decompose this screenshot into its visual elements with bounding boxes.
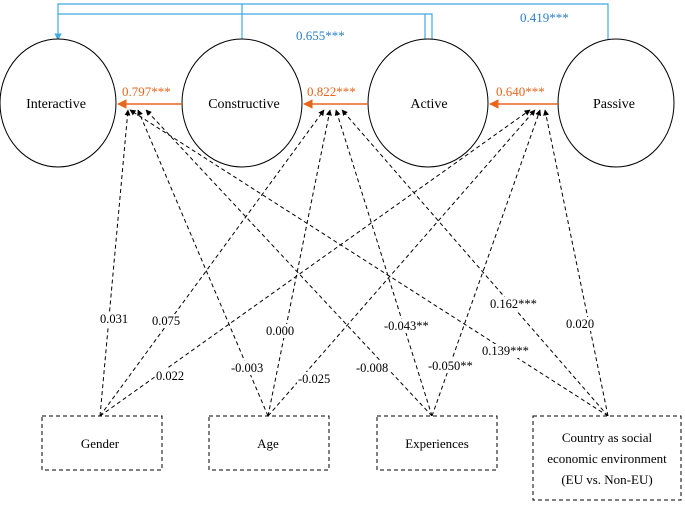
- path-experiences-to-constructive: [334, 109, 433, 417]
- coef-label-backing: [489, 297, 538, 311]
- path-gender-to-constructive: [99, 109, 325, 417]
- node-passive: [557, 38, 675, 168]
- predictor-boxes: [41, 415, 682, 501]
- path-country-to-interactive: [129, 109, 609, 417]
- box-gender-label: Gender: [81, 436, 120, 451]
- box-age-label: Age: [257, 436, 279, 451]
- node-constructive-label: Constructive: [208, 97, 280, 112]
- path-age-to-constructive: [267, 109, 332, 417]
- coef-gender-to-active: 0.022: [156, 369, 184, 383]
- box-country-label-line1: Country as social: [562, 430, 653, 445]
- coef-constructive-to-interactive: 0.655***: [296, 28, 345, 43]
- node-interactive: [0, 38, 117, 168]
- coef-passive-to-interactive: 0.419***: [520, 10, 569, 25]
- coef-experiences-to-active: -0.050**: [428, 359, 473, 373]
- coef-gender-to-interactive: 0.031: [100, 312, 128, 326]
- coef-age-to-interactive: -0.003: [231, 361, 263, 375]
- box-experiences-label: Experiences: [405, 436, 469, 451]
- box-gender: [41, 415, 163, 471]
- coef-label-backing: [481, 344, 530, 358]
- node-passive-label: Passive: [593, 97, 635, 112]
- box-age: [208, 415, 330, 471]
- box-country: [532, 415, 682, 501]
- path-gender-to-active: [99, 109, 531, 417]
- path-age-to-active: [267, 109, 536, 417]
- coef-country-to-constructive: 0.162***: [490, 297, 537, 311]
- coef-gender-to-constructive: 0.075: [152, 314, 180, 328]
- coef-label-backing: [427, 359, 474, 373]
- coef-country-to-active: 0.020: [566, 317, 594, 331]
- coef-active-to-interactive: 0.797***: [122, 84, 171, 99]
- coef-label-backing: [355, 361, 390, 375]
- node-active-label: Active: [410, 97, 447, 112]
- coef-label-backing: [230, 361, 265, 375]
- coef-active-to-constructive: 0.822***: [307, 84, 356, 99]
- coef-age-to-active: -0.025: [298, 372, 330, 386]
- coef-label-backing: [99, 312, 130, 326]
- path-passive-to-interactive: [54, 3, 609, 50]
- node-interactive-label: Interactive: [26, 97, 86, 112]
- coef-experiences-to-interactive: -0.008: [356, 361, 388, 375]
- blue-paths: [54, 3, 609, 50]
- dashed-paths: [99, 109, 609, 417]
- node-constructive: [181, 38, 303, 168]
- box-country-label-line3: (EU vs. Non-EU): [561, 472, 652, 487]
- coef-label-backing: [265, 324, 296, 338]
- coef-age-to-constructive: 0.000: [266, 324, 294, 338]
- path-country-to-constructive: [341, 109, 609, 417]
- path-experiences-to-active: [431, 109, 542, 417]
- coef-country-to-interactive: 0.139***: [482, 344, 529, 358]
- coef-label-backing: [297, 372, 332, 386]
- box-country-label-line2: economic environment: [547, 451, 667, 466]
- coef-experiences-to-constructive: -0.043**: [384, 319, 429, 333]
- node-active: [367, 38, 489, 168]
- coef-passive-to-active: 0.640***: [496, 84, 545, 99]
- path-gender-to-interactive: [99, 109, 131, 417]
- coef-label-backing: [565, 317, 596, 331]
- dashed-coef-labels: 0.031 0.075 0.022 -0.003 0.000 -0.025 -0…: [99, 297, 596, 386]
- path-country-to-active: [543, 109, 609, 417]
- box-experiences: [376, 415, 498, 471]
- coef-label-backing: [383, 319, 430, 333]
- path-active-to-interactive-blue: [58, 13, 433, 45]
- latent-nodes: [0, 38, 675, 168]
- coef-label-backing: [155, 369, 186, 383]
- coef-label-backing: [151, 314, 182, 328]
